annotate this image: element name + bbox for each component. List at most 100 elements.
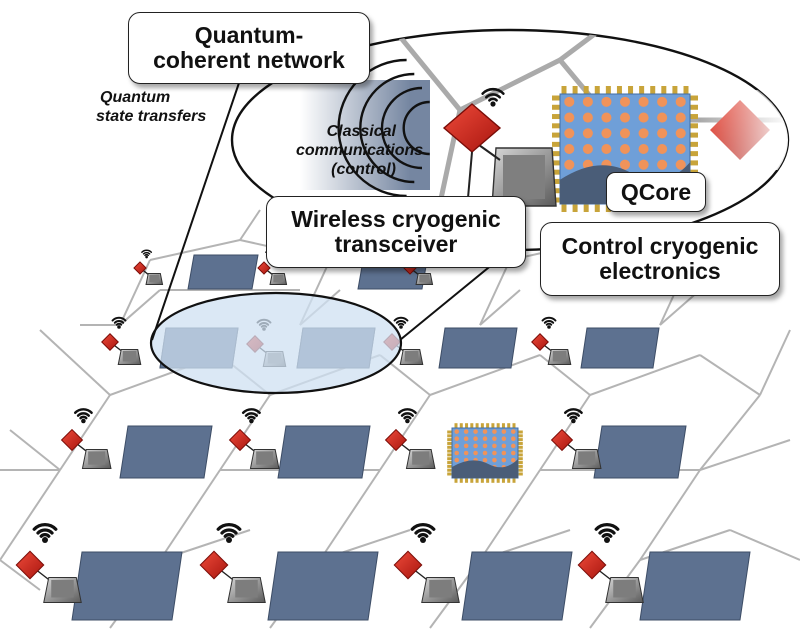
qubit-dot bbox=[511, 457, 516, 463]
qubit-dot bbox=[511, 450, 516, 456]
wifi-arc bbox=[393, 316, 409, 322]
chip-pad bbox=[447, 457, 452, 461]
qubit-dot bbox=[482, 436, 488, 442]
chip-pad bbox=[475, 478, 479, 483]
state-transfers-label: Quantum state transfers bbox=[96, 88, 206, 126]
wifi-icon bbox=[563, 408, 583, 424]
qubit-dot bbox=[619, 96, 631, 107]
chip-pad bbox=[583, 86, 589, 94]
qubit-dot bbox=[601, 128, 612, 139]
qubit-dot bbox=[501, 429, 507, 434]
transceiver-chip bbox=[393, 550, 423, 580]
chip-face bbox=[419, 274, 430, 283]
wifi-icon bbox=[241, 408, 261, 424]
transceiver-label-line1: Wireless cryogenic bbox=[291, 206, 501, 232]
wifi-arc bbox=[563, 408, 583, 415]
chip-pad bbox=[501, 423, 505, 428]
qubit-dot bbox=[564, 143, 575, 155]
chip-pad bbox=[518, 445, 523, 449]
wifi-icon bbox=[111, 316, 127, 329]
chip-pad bbox=[475, 423, 479, 428]
chip-pad bbox=[465, 478, 469, 483]
chip-face bbox=[273, 274, 284, 283]
network-label-line1: Quantum- bbox=[194, 22, 304, 48]
electronics-chip bbox=[571, 449, 602, 469]
wifi-arc bbox=[395, 320, 407, 324]
qubit-dot bbox=[463, 429, 469, 434]
qubit-dot bbox=[454, 450, 460, 456]
chip-pad bbox=[491, 478, 495, 483]
chip-pad bbox=[690, 114, 698, 120]
chip-pad bbox=[447, 472, 452, 476]
electronics-chip bbox=[269, 273, 288, 285]
qubit-dot bbox=[564, 128, 575, 139]
classical-line1: Classical bbox=[326, 123, 396, 140]
qcore-callout: QCore bbox=[606, 172, 706, 212]
qubit-dot bbox=[675, 96, 686, 107]
wifi-arc bbox=[32, 522, 58, 531]
chip-pad bbox=[480, 423, 484, 428]
chip-wafer-edge bbox=[452, 459, 518, 478]
chip-face bbox=[88, 451, 106, 465]
qubit-dot bbox=[601, 143, 612, 155]
chip-face bbox=[404, 351, 419, 362]
wifi-arc bbox=[216, 522, 242, 531]
chip-pad bbox=[518, 464, 523, 468]
zoom-region bbox=[149, 73, 511, 395]
emission-arc bbox=[359, 72, 415, 184]
electronics-chip bbox=[399, 349, 424, 365]
transceiver-chip bbox=[15, 550, 45, 580]
transceiver-chip bbox=[199, 550, 229, 580]
chip-pad bbox=[605, 86, 611, 94]
qubit-dot bbox=[492, 443, 497, 449]
wifi-dot bbox=[405, 418, 410, 424]
chip-pad bbox=[447, 468, 452, 472]
chip-face bbox=[235, 580, 258, 598]
wifi-arc bbox=[543, 320, 555, 324]
chip-pad bbox=[447, 453, 452, 457]
qubit-dot bbox=[473, 443, 478, 449]
qubit-dot bbox=[619, 159, 631, 170]
transceiver-chip bbox=[531, 333, 549, 351]
wifi-dot bbox=[420, 537, 426, 543]
qubit-dot bbox=[638, 128, 649, 139]
transceiver-chip bbox=[257, 261, 271, 275]
qubit-dot bbox=[501, 450, 507, 456]
wifi-arc bbox=[111, 316, 127, 322]
network-tile bbox=[580, 327, 660, 369]
wifi-arc bbox=[113, 320, 125, 324]
chip-pad bbox=[690, 95, 698, 101]
chip-face bbox=[552, 351, 567, 362]
classical-line3: (control) bbox=[331, 161, 396, 178]
chip-pad bbox=[507, 423, 511, 428]
wifi-dot bbox=[547, 325, 551, 329]
chip-pad bbox=[512, 423, 516, 428]
wifi-icon bbox=[393, 316, 409, 329]
grid-line bbox=[319, 469, 381, 561]
ghost-fade bbox=[700, 90, 788, 170]
magnified-grid-line bbox=[458, 57, 562, 113]
wifi-arc bbox=[79, 415, 88, 420]
grid-line bbox=[589, 354, 701, 396]
chip-pad bbox=[561, 86, 567, 94]
chip-face bbox=[578, 451, 596, 465]
wifi-arc bbox=[481, 87, 505, 95]
zoom-ellipse bbox=[149, 291, 403, 395]
wifi-arc bbox=[601, 533, 613, 538]
qubit-dot bbox=[564, 112, 575, 123]
qubit-dot bbox=[619, 112, 631, 123]
chip-pad bbox=[447, 434, 452, 438]
chip-pad bbox=[518, 468, 523, 472]
transceiver-leader bbox=[467, 151, 473, 199]
wifi-icon bbox=[541, 316, 557, 329]
chip-pad bbox=[552, 95, 560, 101]
electronics-chip bbox=[145, 273, 164, 285]
network-label-line2: coherent network bbox=[153, 47, 345, 73]
grid-line bbox=[639, 469, 701, 561]
wifi-arc bbox=[39, 533, 51, 538]
chip-pad bbox=[552, 151, 560, 157]
grid-line bbox=[119, 289, 161, 326]
chip-pad bbox=[552, 160, 560, 166]
zoom-ray bbox=[151, 73, 243, 341]
transceiver-chip bbox=[133, 261, 147, 275]
